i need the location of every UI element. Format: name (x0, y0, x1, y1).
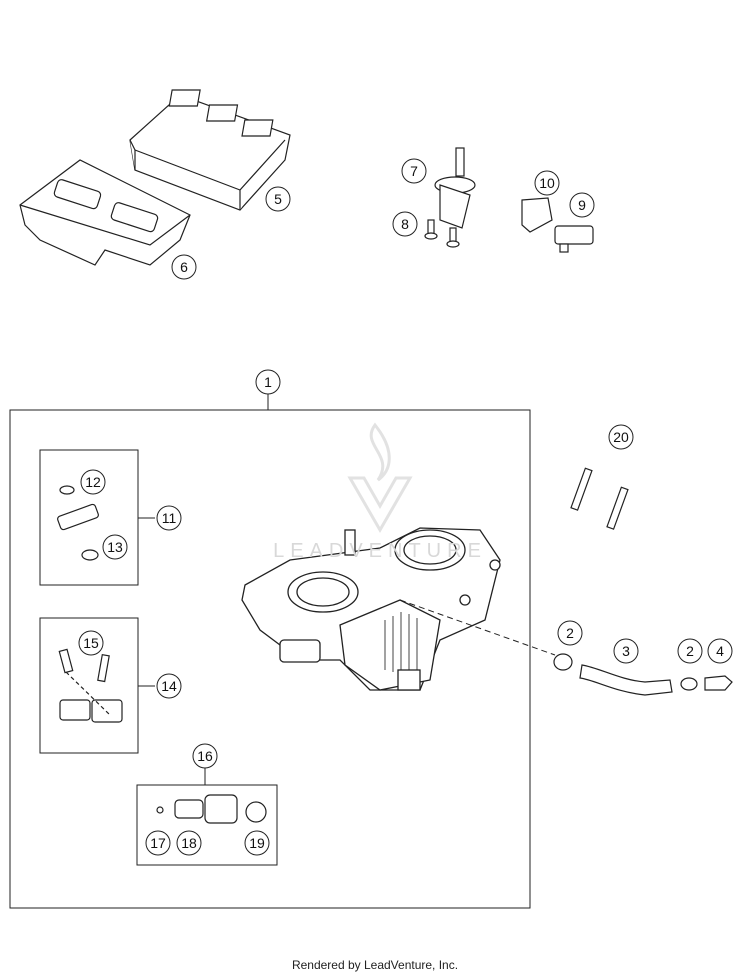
callout-11-label: 11 (162, 510, 177, 526)
callout-17-label: 17 (150, 835, 166, 851)
throttle-sensor-kit-box (136, 784, 278, 866)
sensor-14 (58, 648, 123, 723)
callout-14: 14 (156, 673, 182, 699)
callout-8-label: 8 (401, 216, 409, 232)
callout-2b-label: 2 (686, 643, 694, 659)
callout-8: 8 (392, 211, 418, 237)
callout-18: 18 (176, 830, 202, 856)
callout-3: 3 (613, 638, 639, 664)
callout-5-label: 5 (274, 191, 282, 207)
callout-10: 10 (534, 170, 560, 196)
callout-16: 16 (192, 743, 218, 769)
callout-20-label: 20 (613, 429, 629, 445)
watermark-text: LEADVENTURE (273, 540, 487, 562)
callout-9: 9 (569, 192, 595, 218)
throttle-body (241, 527, 501, 691)
hose-parts (553, 653, 733, 696)
callout-10-label: 10 (539, 175, 555, 191)
callout-16-label: 16 (197, 748, 213, 764)
footer-credit: Rendered by LeadVenture, Inc. (291, 958, 459, 972)
callout-4: 4 (707, 638, 733, 664)
callout-14-label: 14 (161, 678, 177, 694)
callout-9-label: 9 (578, 197, 586, 213)
watermark-logo (347, 422, 413, 534)
ecu-holder (19, 159, 191, 266)
callout-15: 15 (78, 630, 104, 656)
callout-5: 5 (265, 186, 291, 212)
bracket-10 (521, 197, 553, 233)
callout-3-label: 3 (622, 643, 630, 659)
ecu-module (129, 89, 291, 211)
callout-1: 1 (255, 369, 281, 395)
callout-15-label: 15 (83, 635, 99, 651)
callout-7-label: 7 (410, 163, 418, 179)
callout-12-label: 12 (85, 474, 101, 490)
sensor-9 (554, 225, 594, 253)
assembly-frame (9, 409, 531, 909)
callout-17: 17 (145, 830, 171, 856)
callout-6-label: 6 (180, 259, 188, 275)
screw-8 (424, 219, 460, 248)
callout-2a-label: 2 (566, 625, 574, 641)
callout-7: 7 (401, 158, 427, 184)
callout-13-label: 13 (107, 539, 123, 555)
pins-20 (570, 467, 629, 530)
callout-6: 6 (171, 254, 197, 280)
callout-4-label: 4 (716, 643, 724, 659)
hose-leader (399, 599, 556, 656)
callout-2a: 2 (557, 620, 583, 646)
sensor-16 (156, 794, 267, 824)
callout-19-label: 19 (249, 835, 265, 851)
callout-19: 19 (244, 830, 270, 856)
callout-18-label: 18 (181, 835, 197, 851)
injector-11 (57, 485, 99, 561)
callout-12: 12 (80, 469, 106, 495)
callouts: 1 2 2 3 4 5 6 7 8 9 10 11 12 13 14 15 16… (78, 158, 733, 856)
callout-20: 20 (608, 424, 634, 450)
callout-13: 13 (102, 534, 128, 560)
callout-2b: 2 (677, 638, 703, 664)
callout-11: 11 (156, 505, 182, 531)
sensor-7 (434, 147, 476, 229)
callout-1-label: 1 (264, 374, 272, 390)
